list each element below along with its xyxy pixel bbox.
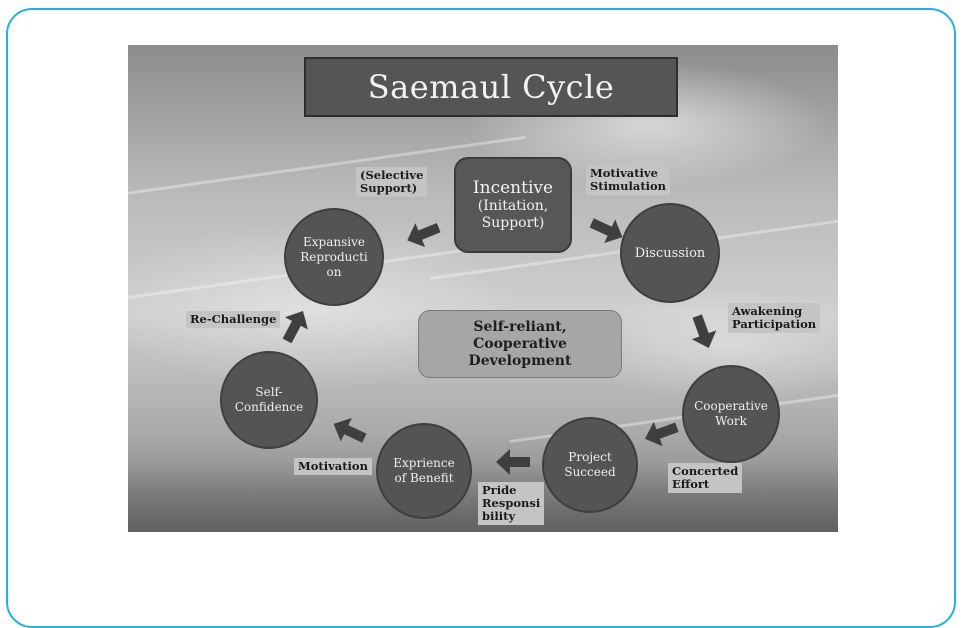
label-motivative-stimulation: Motivative Stimulation: [586, 165, 671, 195]
node-cooperative-work: Cooperative Work: [682, 365, 780, 463]
title-box: Saemaul Cycle: [304, 57, 678, 117]
node-experience-of-benefit: Exprience of Benefit: [376, 423, 472, 519]
arrow-to-self-confidence-icon: [333, 417, 367, 443]
arrow-to-discussion-icon: [589, 218, 623, 244]
label-awakening-participation: Awakening Participation: [728, 303, 821, 333]
arrow-from-incentive-icon: [407, 222, 441, 248]
node-self-confidence: Self- Confidence: [220, 351, 318, 449]
diagram-title: Saemaul Cycle: [367, 68, 615, 106]
label-selective-support: (Selective Support): [356, 167, 428, 197]
diagram-slide: Saemaul Cycle Incentive (Initation, Supp…: [128, 45, 838, 532]
node-expansive-reproduction: Expansive Reproducti on: [284, 208, 384, 306]
arrow-to-experience-icon: [496, 449, 530, 475]
label-pride-responsibility: Pride Responsi bility: [478, 482, 545, 525]
center-goal-box: Self-reliant, Cooperative Development: [418, 310, 622, 378]
incentive-box: Incentive (Initation, Support): [454, 157, 572, 253]
node-project-succeed: Project Succeed: [542, 417, 638, 513]
incentive-subtitle: (Initation, Support): [477, 198, 549, 231]
label-motivation: Motivation: [294, 458, 372, 475]
arrow-to-expansive-reproduction-icon: [282, 310, 308, 344]
arrow-to-project-succeed-icon: [645, 421, 679, 447]
node-discussion: Discussion: [620, 203, 720, 303]
label-concerted-effort: Concerted Effort: [668, 463, 743, 493]
arrow-to-cooperative-work-icon: [691, 314, 717, 348]
label-re-challenge: Re-Challenge: [186, 311, 281, 328]
incentive-title: Incentive: [472, 178, 554, 198]
